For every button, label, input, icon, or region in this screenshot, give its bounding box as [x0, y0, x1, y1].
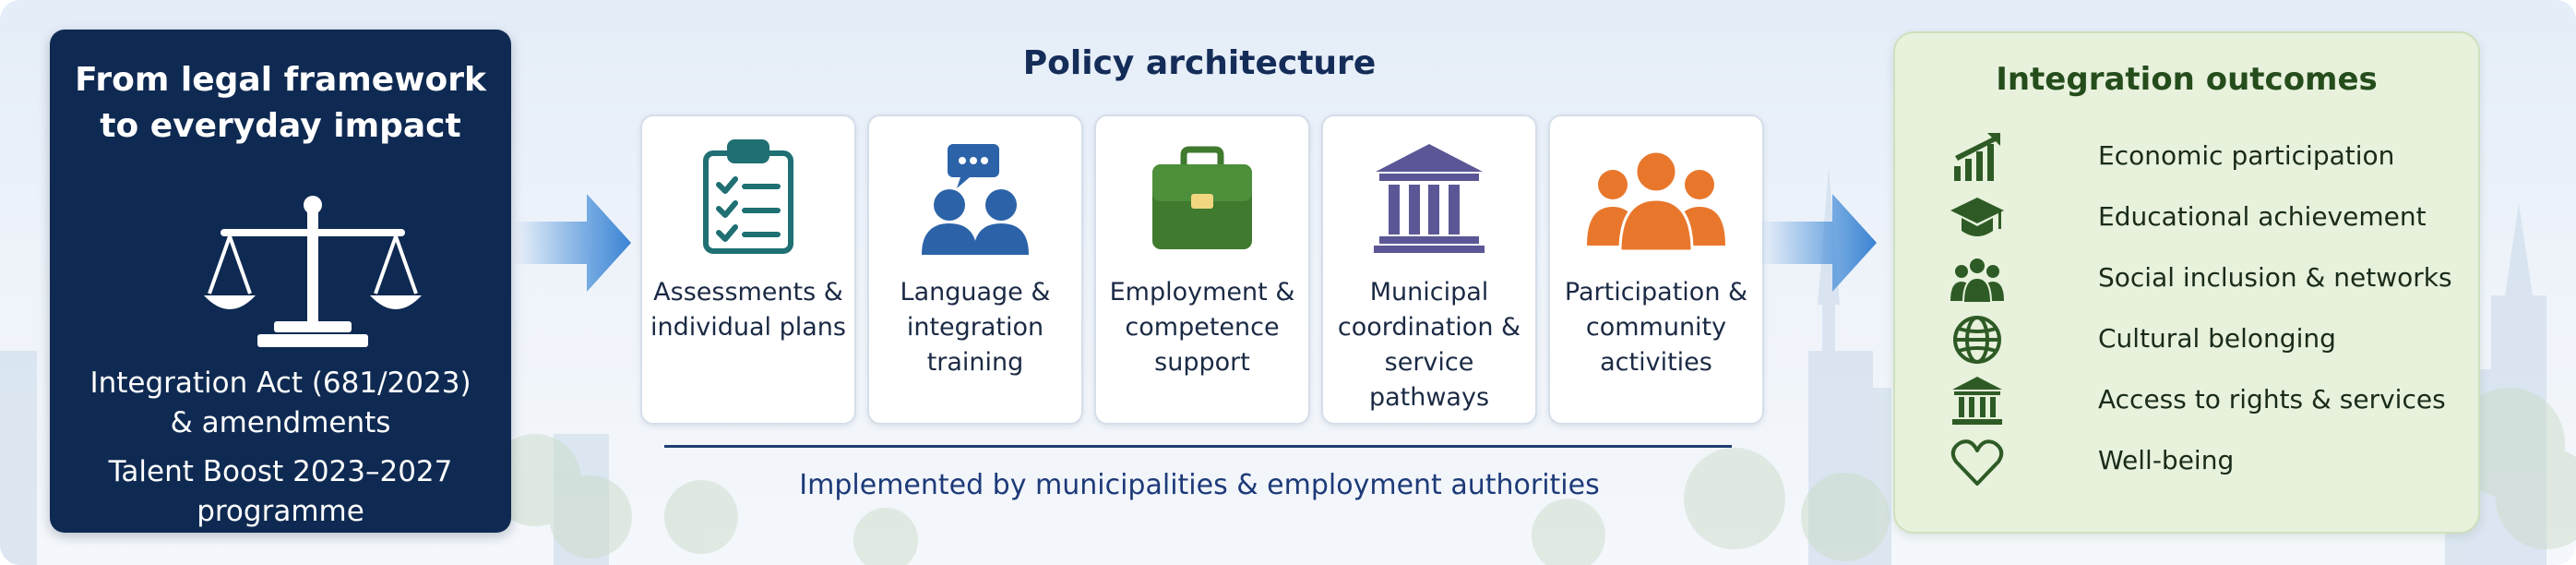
outcome-cultural-belonging: Cultural belonging: [1950, 312, 2467, 367]
card-participation-label: Participation & community activities: [1556, 275, 1757, 380]
outcome-social-inclusion: Social inclusion & networks: [1950, 251, 2467, 307]
integration-outcomes-panel: Integration outcomes Economic participat…: [1893, 31, 2480, 534]
card-assessments: Assessments & individual plans: [640, 114, 856, 425]
outcome-label: Economic participation: [2098, 140, 2395, 171]
card-participation-line3: activities: [1600, 348, 1712, 377]
card-employment-label: Employment & competence support: [1102, 275, 1303, 380]
card-employment-line2: competence: [1125, 313, 1280, 342]
institution-icon: [1952, 377, 2002, 425]
card-employment-line3: support: [1154, 348, 1250, 377]
growth-chart-icon: [1954, 133, 2000, 181]
card-assessments-line2: individual plans: [650, 313, 846, 342]
implemented-by-text: Implemented by municipalities & employme…: [799, 469, 1600, 501]
talent-boost-line1: Talent Boost 2023–2027: [108, 455, 453, 488]
integration-act: Integration Act (681/2023) & amendments: [59, 364, 502, 443]
card-assessments-label: Assessments & individual plans: [648, 275, 849, 345]
people-group-icon: [1950, 257, 2004, 304]
card-municipal-line1: Municipal: [1369, 278, 1489, 307]
talent-boost-programme: Talent Boost 2023–2027 programme: [59, 452, 502, 532]
outcome-label: Access to rights & services: [2098, 384, 2446, 415]
municipal-building-icon: [1374, 144, 1485, 253]
implementation-divider: [664, 445, 1732, 448]
briefcase-icon: [1152, 146, 1252, 249]
legal-framework-panel: From legal framework to everyday impact …: [50, 30, 511, 533]
policy-architecture-title: Policy architecture: [1022, 44, 1377, 82]
card-participation: Participation & community activities: [1548, 114, 1764, 425]
outcomes-title: Integration outcomes: [1996, 61, 2378, 98]
outcome-well-being: Well-being: [1950, 434, 2467, 489]
outcome-label: Cultural belonging: [2098, 323, 2336, 354]
outcome-label: Social inclusion & networks: [2098, 262, 2452, 293]
heart-icon: [1950, 439, 2004, 486]
integration-act-line1: Integration Act (681/2023): [89, 367, 471, 400]
card-language-training: Language & integration training: [867, 114, 1083, 425]
globe-icon: [1953, 316, 2001, 364]
outcome-educational-achievement: Educational achievement: [1950, 190, 2467, 246]
card-employment-support: Employment & competence support: [1094, 114, 1310, 425]
outcome-label: Well-being: [2098, 445, 2235, 475]
card-participation-line1: Participation &: [1564, 278, 1748, 307]
card-participation-line2: community: [1585, 313, 1727, 342]
outcome-access-to-rights: Access to rights & services: [1950, 373, 2467, 428]
outcome-label: Educational achievement: [2098, 201, 2427, 232]
graduation-cap-icon: [1950, 198, 2004, 236]
card-language-label: Language & integration training: [875, 275, 1076, 380]
card-municipal-coordination: Municipal coordination & service pathway…: [1321, 114, 1537, 425]
arrow-right-icon: [1759, 194, 1877, 292]
framework-title: From legal framework to everyday impact: [68, 57, 493, 150]
clipboard-checklist-icon: [703, 139, 793, 254]
card-municipal-line3: service pathways: [1368, 348, 1490, 412]
card-language-line3: training: [926, 348, 1024, 377]
card-language-line2: integration: [906, 313, 1044, 342]
outcome-economic-participation: Economic participation: [1950, 129, 2467, 185]
framework-title-line2: to everyday impact: [100, 107, 461, 145]
card-employment-line1: Employment &: [1109, 278, 1295, 307]
card-assessments-line1: Assessments &: [653, 278, 843, 307]
card-municipal-line2: coordination &: [1337, 313, 1521, 342]
framework-title-line1: From legal framework: [75, 61, 486, 99]
people-chat-icon: [922, 144, 1029, 255]
scales-of-justice-icon: [204, 196, 422, 347]
talent-boost-line2: programme: [197, 495, 364, 528]
card-language-line1: Language &: [900, 278, 1051, 307]
card-municipal-label: Municipal coordination & service pathway…: [1329, 275, 1530, 415]
community-group-icon: [1587, 150, 1725, 253]
integration-act-line2: & amendments: [170, 406, 391, 439]
arrow-right-icon: [513, 194, 631, 292]
